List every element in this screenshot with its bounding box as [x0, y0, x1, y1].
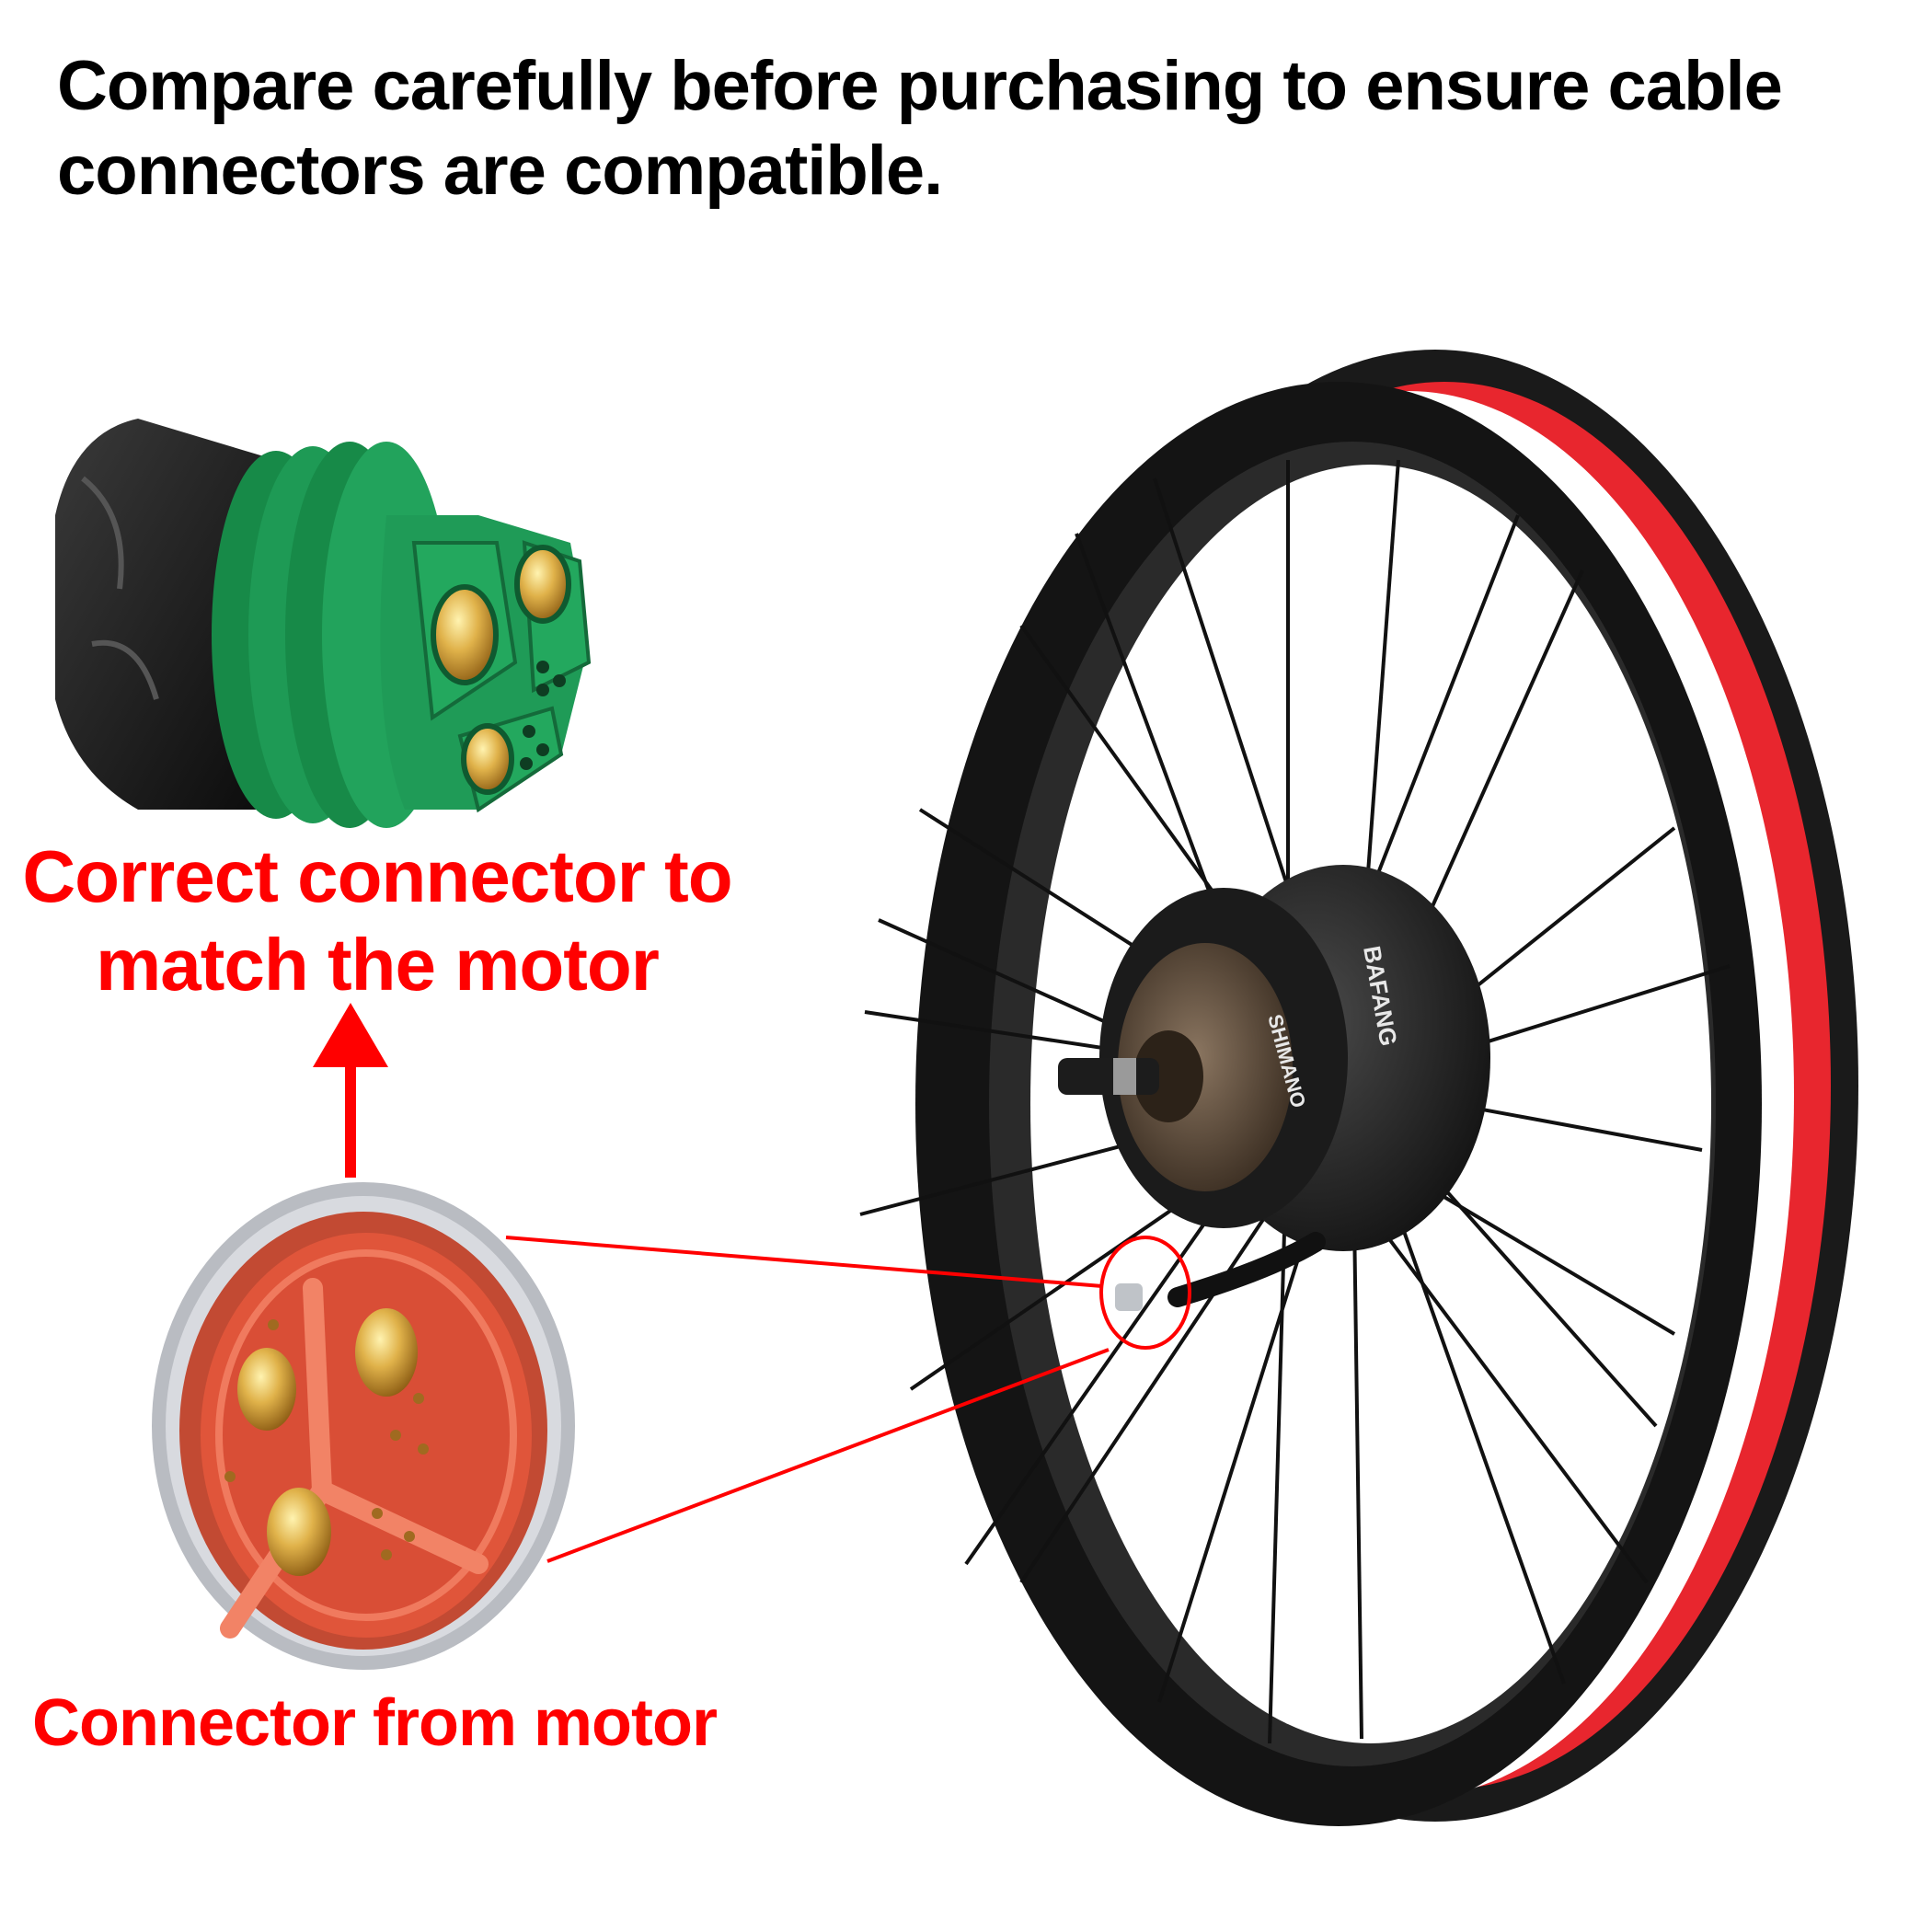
correct-connector-line-2: match the motor	[96, 924, 660, 1006]
correct-connector-label: Correct connector to match the motor	[18, 833, 736, 1009]
connector-from-motor-label: Connector from motor	[32, 1686, 718, 1760]
callout-line-top	[505, 1236, 1103, 1288]
motor-cable	[1167, 1232, 1326, 1307]
callout-line-bottom	[546, 1348, 1110, 1563]
green-connector-image	[55, 419, 592, 828]
cassette	[1118, 943, 1293, 1191]
wheel-image: SHIMANO BAFANG	[859, 350, 1858, 1826]
callout	[505, 1236, 1191, 1563]
headline-line-2: connectors are compatible.	[57, 132, 943, 210]
callout-circle	[1099, 1236, 1191, 1350]
arrow-up-icon	[313, 1003, 388, 1178]
headline-line-1: Compare carefully before purchasing to e…	[57, 47, 1783, 125]
headline: Compare carefully before purchasing to e…	[57, 44, 1897, 213]
correct-connector-line-1: Correct connector to	[22, 835, 732, 917]
orange-connector-image	[152, 1182, 575, 1670]
